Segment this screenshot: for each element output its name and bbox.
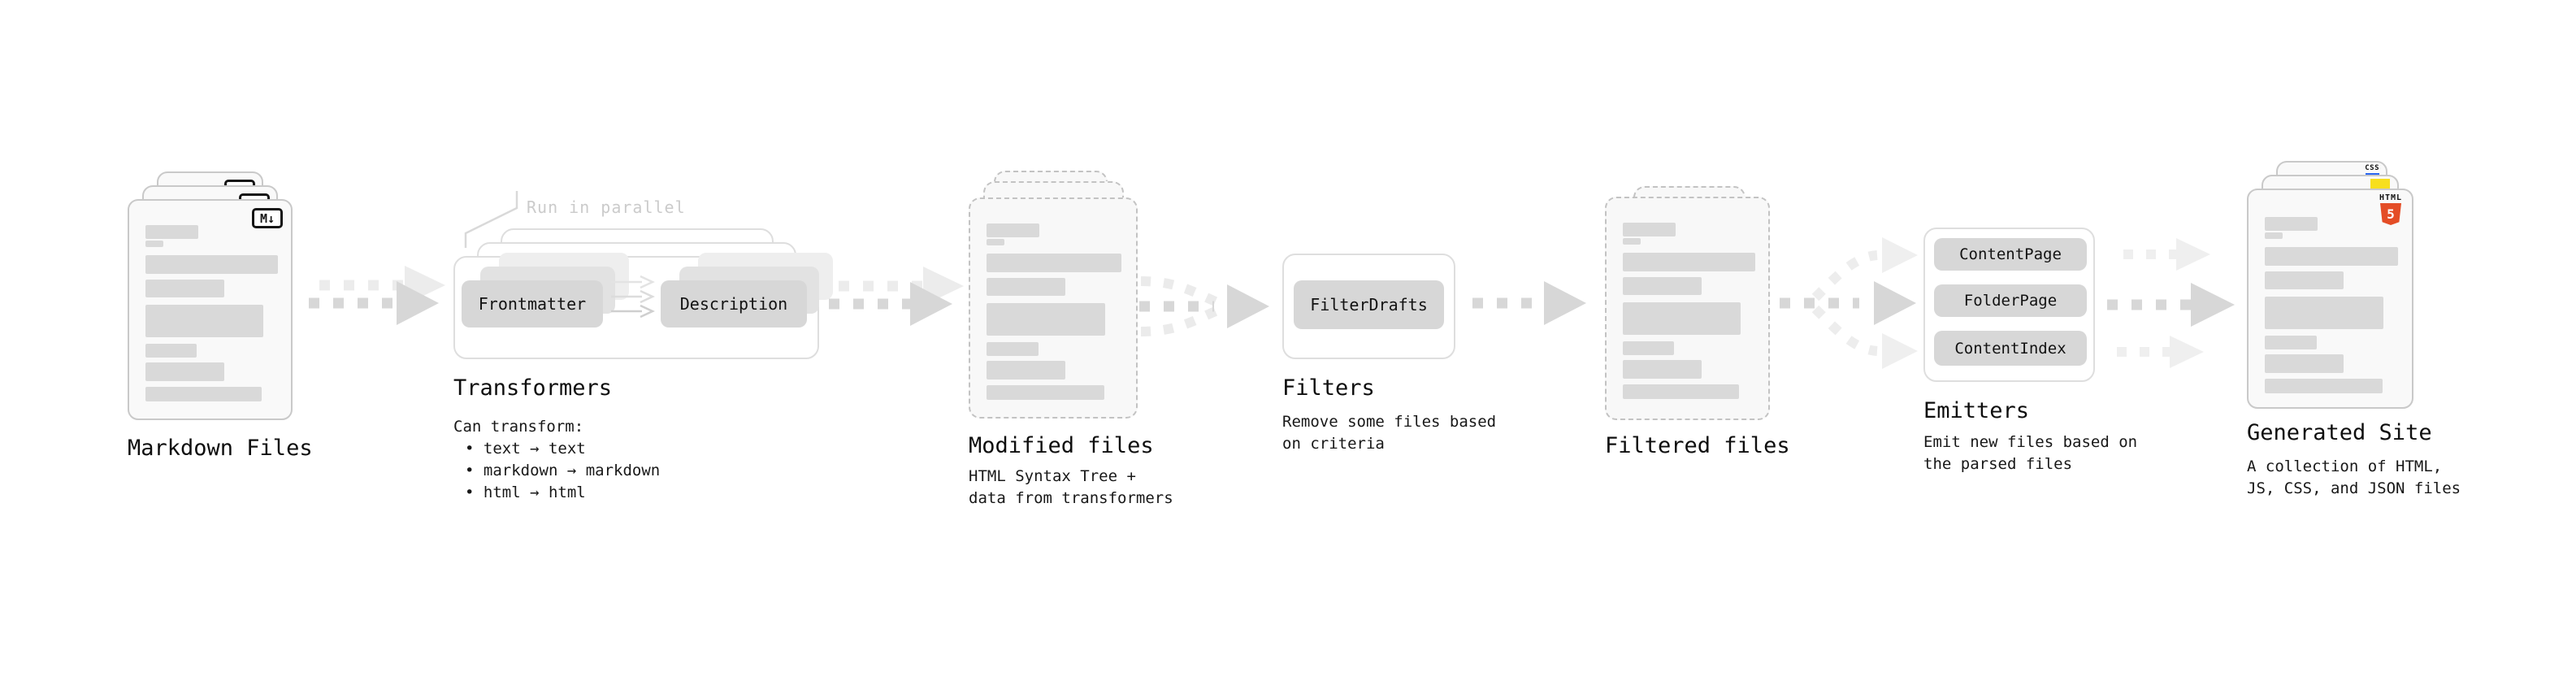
text-line-placeholder (2265, 232, 2283, 239)
transformers-bullet: • html → html (465, 484, 586, 501)
html5-icon-shield: 5 (2380, 203, 2401, 225)
transformer-step2-chip: Description (661, 280, 807, 327)
text-line-placeholder (1623, 341, 1674, 355)
html5-icon: HTML 5 (2379, 194, 2403, 225)
text-line-placeholder (145, 305, 263, 337)
modified-files-desc: HTML Syntax Tree + (969, 467, 1136, 485)
arrow-filters-to-filtered (1472, 281, 1586, 325)
filter-drafts-chip: FilterDrafts (1294, 280, 1444, 329)
css-icon-bar (2365, 173, 2379, 176)
markdown-file-card-front: M↓ (128, 199, 293, 420)
stage-title-markdown-files: Markdown Files (128, 436, 313, 461)
js-icon (2370, 179, 2390, 189)
generated-site-desc: A collection of HTML, (2247, 458, 2443, 475)
arrow-filtered-to-emitters-fanout (1780, 237, 1918, 369)
emitter-folder-page-chip: FolderPage (1934, 284, 2087, 317)
text-line-placeholder (145, 344, 197, 358)
text-line-placeholder (145, 255, 278, 274)
filters-desc: Remove some files based (1282, 413, 1497, 431)
text-line-placeholder (987, 239, 1004, 245)
stage-title-filters: Filters (1282, 375, 1375, 401)
run-in-parallel-label: Run in parallel (527, 197, 686, 217)
filtered-file-card-front (1605, 197, 1770, 420)
modified-file-card-front (969, 197, 1138, 419)
text-line-placeholder (2265, 379, 2383, 393)
text-line-placeholder (2265, 297, 2383, 329)
emitter-content-page-chip: ContentPage (1934, 238, 2087, 271)
css-badge-text: CSS (2365, 164, 2379, 172)
text-line-placeholder (145, 362, 224, 381)
placeholder-text-lines (987, 223, 1121, 400)
text-line-placeholder (2265, 217, 2318, 231)
stage-title-modified-files: Modified files (969, 433, 1154, 458)
placeholder-text-lines (145, 225, 278, 401)
text-line-placeholder (1623, 238, 1641, 245)
placeholder-text-lines (2265, 217, 2398, 393)
emitters-desc: the parsed files (1923, 455, 2073, 473)
markdown-icon: M↓ (252, 208, 283, 228)
text-line-placeholder (145, 387, 262, 401)
text-line-placeholder (1623, 302, 1741, 335)
text-line-placeholder (145, 225, 198, 239)
text-line-placeholder (987, 303, 1105, 336)
transformer-step1-chip: Frontmatter (462, 280, 603, 327)
emitter-content-index-chip: ContentIndex (1934, 331, 2087, 366)
css-icon: CSS (2365, 165, 2379, 176)
arrow-emitters-to-generated (2107, 238, 2235, 368)
stage-title-filtered-files: Filtered files (1605, 433, 1790, 458)
transformers-desc-heading: Can transform: (453, 418, 584, 436)
arrow-transformers-to-modified (829, 267, 964, 326)
generated-file-card-html: HTML 5 (2247, 189, 2413, 409)
filters-desc: on criteria (1282, 435, 1385, 453)
text-line-placeholder (145, 280, 224, 297)
text-line-placeholder (987, 278, 1065, 296)
text-line-placeholder (987, 223, 1039, 237)
arrow-markdown-to-transformers (309, 266, 445, 325)
text-line-placeholder (1623, 384, 1739, 399)
text-line-placeholder (145, 241, 163, 247)
stage-title-emitters: Emitters (1923, 398, 2030, 423)
text-line-placeholder (987, 385, 1104, 400)
text-line-placeholder (1623, 277, 1702, 295)
transformers-bullet: • markdown → markdown (465, 462, 661, 479)
stage-title-transformers: Transformers (453, 375, 613, 401)
arrow-modified-to-filters-merge (1139, 276, 1269, 336)
text-line-placeholder (1623, 253, 1755, 271)
html5-icon-word: HTML (2379, 193, 2403, 202)
html5-icon-number: 5 (2387, 206, 2395, 222)
text-line-placeholder (2265, 336, 2317, 349)
emitters-desc: Emit new files based on (1923, 433, 2138, 451)
generated-site-desc: JS, CSS, and JSON files (2247, 479, 2461, 497)
text-line-placeholder (987, 254, 1121, 272)
text-line-placeholder (987, 342, 1039, 356)
text-line-placeholder (1623, 223, 1676, 236)
placeholder-text-lines (1623, 223, 1755, 399)
text-line-placeholder (1623, 360, 1702, 379)
text-line-placeholder (987, 361, 1065, 380)
text-line-placeholder (2265, 271, 2344, 289)
text-line-placeholder (2265, 354, 2344, 373)
transformers-bullet: • text → text (465, 440, 586, 458)
text-line-placeholder (2265, 247, 2398, 266)
stage-title-generated-site: Generated Site (2247, 420, 2432, 445)
modified-files-desc: data from transformers (969, 489, 1173, 507)
